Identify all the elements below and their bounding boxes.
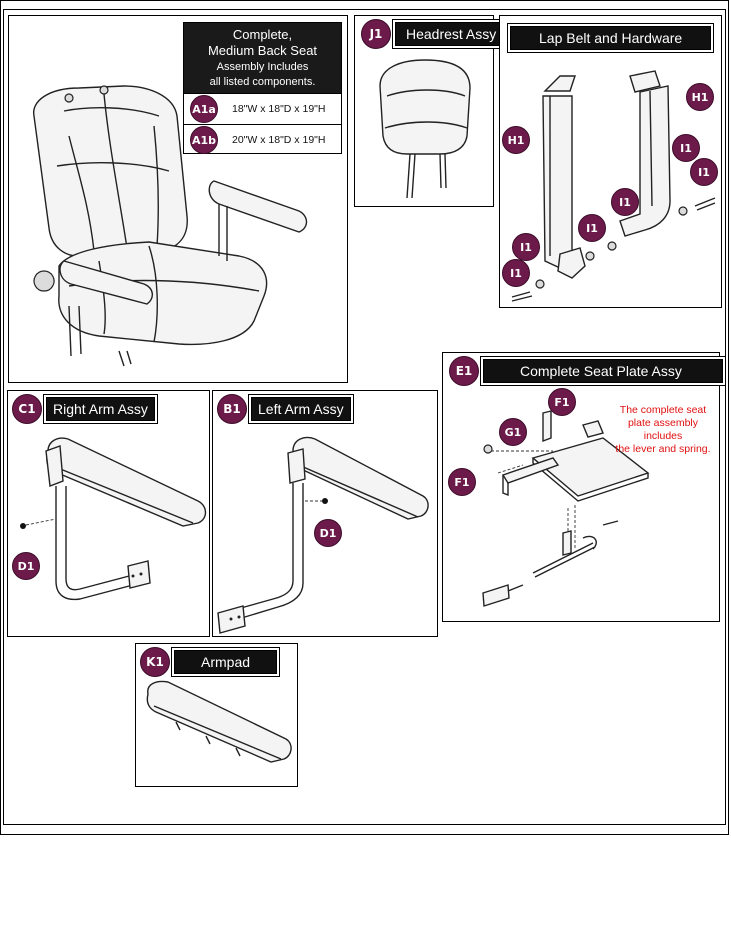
right-arm-panel: C1 Right Arm Assy D1 xyxy=(7,390,210,637)
seat-variant-dims: 18"W x 18"D x 19"H xyxy=(232,103,326,115)
armpad-illustration xyxy=(146,680,292,763)
left-arm-title: Left Arm Assy xyxy=(251,397,351,421)
callout-i1: I1 xyxy=(690,158,718,186)
right-arm-illustration xyxy=(20,437,207,601)
headrest-panel: J1 Headrest Assy xyxy=(354,15,508,207)
seat-plate-header: E1 Complete Seat Plate Assy xyxy=(449,356,723,386)
callout-f1: F1 xyxy=(448,468,476,496)
seat-plate-note: The complete seat plate assembly include… xyxy=(608,404,718,456)
seat-title-line1: Complete, xyxy=(232,27,293,42)
headrest-header: J1 Headrest Assy xyxy=(361,19,508,49)
note-line: includes xyxy=(643,430,683,442)
seat-plate-title: Complete Seat Plate Assy xyxy=(483,359,723,383)
callout-h1: H1 xyxy=(686,83,714,111)
note-line: The complete seat xyxy=(619,404,707,416)
seat-subtitle-line2: all listed components. xyxy=(209,76,316,88)
callout-i1: I1 xyxy=(611,188,639,216)
right-arm-header: C1 Right Arm Assy xyxy=(12,394,155,424)
seat-variant-row: A1b 20"W x 18"D x 19"H xyxy=(184,124,341,155)
headrest-code-badge: J1 xyxy=(361,19,391,49)
lap-belt-header: Lap Belt and Hardware xyxy=(506,26,712,50)
seat-title-line2: Medium Back Seat xyxy=(207,43,318,58)
right-arm-title: Right Arm Assy xyxy=(46,397,155,421)
armpad-title: Armpad xyxy=(174,650,278,674)
left-arm-illustration xyxy=(217,436,429,634)
callout-i1: I1 xyxy=(672,134,700,162)
callout-h1: H1 xyxy=(502,126,530,154)
callout-d1: D1 xyxy=(314,519,342,547)
headrest-title: Headrest Assy xyxy=(395,22,508,46)
inner-frame xyxy=(3,9,726,825)
seat-panel xyxy=(8,15,348,383)
callout-f1: F1 xyxy=(548,388,576,416)
armpad-code-badge: K1 xyxy=(140,647,170,677)
seat-variant-dims: 20"W x 18"D x 19"H xyxy=(232,134,326,146)
left-arm-panel: B1 Left Arm Assy D1 xyxy=(212,390,438,637)
callout-i1: I1 xyxy=(512,233,540,261)
callout-d1: D1 xyxy=(12,552,40,580)
seat-variant-code: A1a xyxy=(190,95,218,123)
lap-belt-illustration xyxy=(511,70,716,302)
lap-belt-title: Lap Belt and Hardware xyxy=(510,26,712,50)
callout-i1: I1 xyxy=(502,259,530,287)
seat-plate-illustration xyxy=(482,410,650,607)
callout-g1: G1 xyxy=(499,418,527,446)
page-frame xyxy=(0,0,729,835)
seat-variant-row: A1a 18"W x 18"D x 19"H xyxy=(184,93,341,124)
left-arm-header: B1 Left Arm Assy xyxy=(217,394,351,424)
seat-illustration xyxy=(33,85,308,367)
seat-plate-panel: E1 Complete Seat Plate Assy F1 G1 F1 The… xyxy=(442,352,723,622)
armpad-header: K1 Armpad xyxy=(140,647,278,677)
note-line: the lever and spring. xyxy=(615,443,711,455)
note-line: plate assembly xyxy=(627,417,699,429)
seat-spec-box: Complete, Medium Back Seat Assembly Incl… xyxy=(183,22,342,154)
lap-belt-panel: Lap Belt and Hardware H1 H1 I1 I1 I1 I1 … xyxy=(499,15,722,308)
seat-subtitle-line1: Assembly Includes xyxy=(216,61,309,73)
seat-plate-code-badge: E1 xyxy=(449,356,479,386)
seat-variant-code: A1b xyxy=(190,126,218,154)
armpad-panel: K1 Armpad xyxy=(135,643,298,787)
right-arm-code-badge: C1 xyxy=(12,394,42,424)
seat-spec-header: Complete, Medium Back Seat Assembly Incl… xyxy=(184,23,341,93)
left-arm-code-badge: B1 xyxy=(217,394,247,424)
headrest-illustration xyxy=(379,59,471,199)
callout-i1: I1 xyxy=(578,214,606,242)
